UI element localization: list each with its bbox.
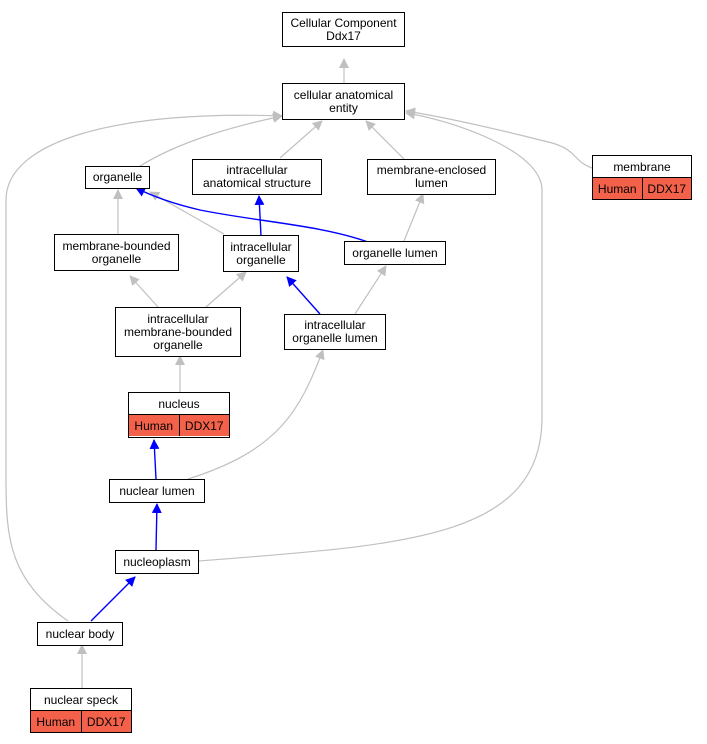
node-membrane[interactable]: membrane Human DDX17 [592, 155, 692, 200]
node-nuclear-body[interactable]: nuclear body [37, 622, 123, 646]
edge-nbody-nucleoplasm [90, 576, 136, 622]
node-nuclear-lumen[interactable]: nuclear lumen [109, 479, 205, 503]
edge-ias-cae [279, 120, 323, 159]
node-membrane-gene: DDX17 [641, 178, 691, 199]
node-cellular-anatomical-entity[interactable]: cellular anatomical entity [282, 83, 405, 120]
edge-nlumen-iol [187, 349, 325, 480]
edge-nucleoplasm-nlumen [151, 503, 162, 551]
node-membrane-bounded-organelle[interactable]: membrane-bounded organelle [54, 234, 179, 271]
node-nucleus-species: Human [129, 415, 179, 436]
node-organelle[interactable]: organelle [85, 166, 150, 189]
node-nucleus-title: nucleus [129, 393, 229, 415]
edge-imbo-io [205, 271, 247, 308]
edge-imbo-mbo [129, 275, 159, 308]
edge-nlumen-nucleus [149, 439, 160, 480]
edge-nucleoplasm-cae [198, 109, 543, 562]
edge-nbody-cae [5, 110, 283, 622]
node-membrane-title: membrane [593, 156, 691, 178]
node-intracellular-organelle[interactable]: intracellular organelle [223, 235, 299, 272]
node-organelle-lumen[interactable]: organelle lumen [344, 241, 446, 265]
edge-iol-io [286, 276, 321, 315]
node-cellular-component[interactable]: Cellular Component Ddx17 [282, 12, 405, 47]
node-intracellular-anatomical-structure[interactable]: intracellular anatomical structure [192, 159, 322, 195]
node-intracellular-organelle-lumen[interactable]: intracellular organelle lumen [284, 314, 386, 350]
node-membrane-species: Human [593, 178, 642, 199]
edge-mel-cae [365, 120, 406, 161]
edge-organelle-cae [136, 112, 283, 169]
node-intracellular-membrane-bounded-organelle[interactable]: intracellular membrane-bounded organelle [115, 307, 241, 357]
node-nucleus-gene: DDX17 [178, 415, 229, 436]
edge-membrane-cae [405, 107, 593, 169]
node-nucleus[interactable]: nucleus Human DDX17 [128, 392, 230, 438]
node-nuclear-speck-gene: DDX17 [80, 711, 131, 732]
node-nucleoplasm[interactable]: nucleoplasm [115, 550, 199, 574]
edge-io-ias [254, 195, 265, 237]
node-nuclear-speck[interactable]: nuclear speck Human DDX17 [30, 688, 132, 733]
edge-iol-ol [354, 265, 387, 315]
node-nuclear-speck-species: Human [31, 711, 81, 732]
node-membrane-enclosed-lumen[interactable]: membrane-enclosed lumen [367, 159, 496, 195]
edge-ol-organelle [135, 187, 369, 243]
edge-ol-mel [403, 193, 425, 242]
node-nuclear-speck-title: nuclear speck [31, 689, 131, 711]
